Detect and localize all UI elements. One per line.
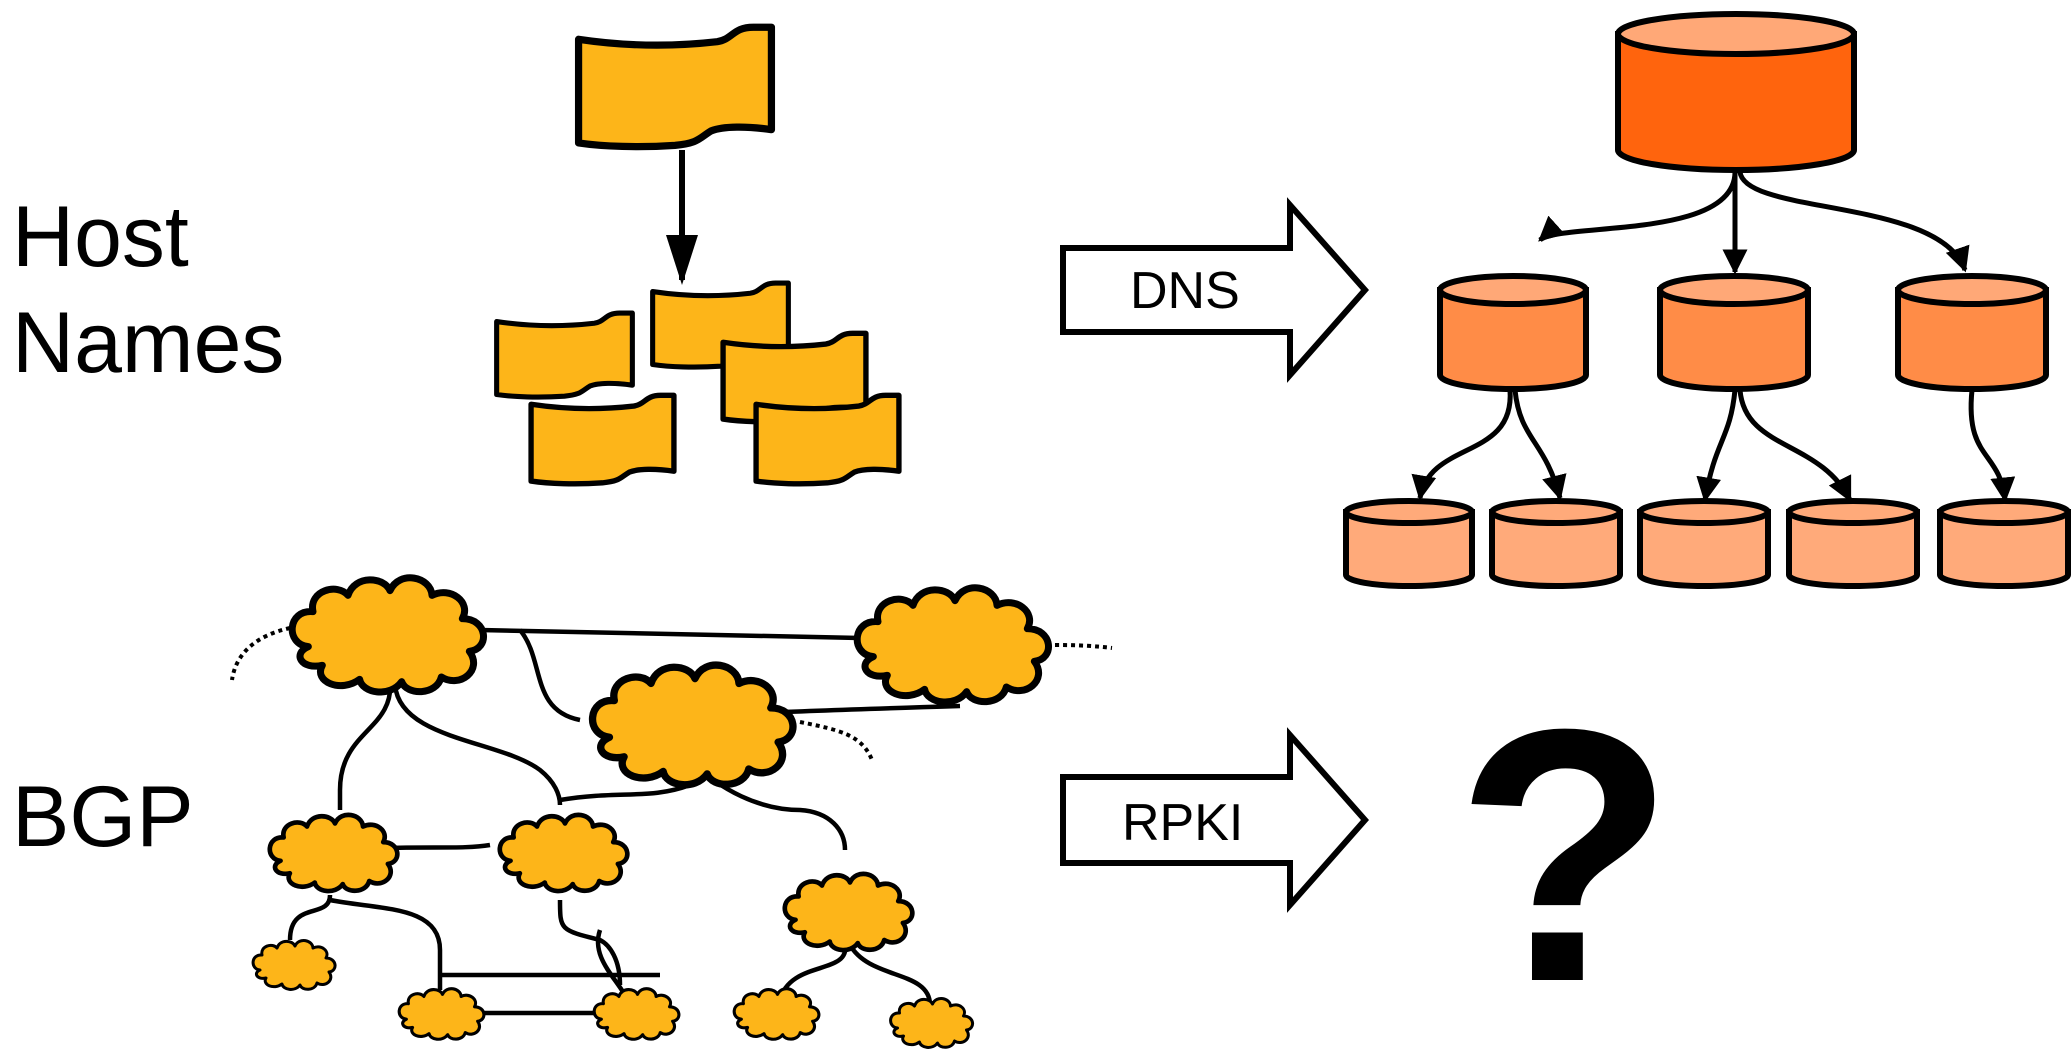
scroll-arrowhead: [666, 235, 698, 285]
scroll-icon-5: [756, 395, 899, 483]
top-scroll-icon: [579, 27, 772, 146]
cloud-icon-2: [857, 588, 1048, 702]
dns-label: DNS: [1130, 262, 1240, 320]
leaf-database-icon-4: [1786, 498, 1920, 589]
leaf-database-icon-2: [1489, 498, 1623, 589]
host-label: Host: [12, 189, 189, 285]
leaf-database-icon-3: [1637, 498, 1771, 589]
bgp-label: BGP: [12, 769, 194, 865]
leaf-database-icon-1: [1343, 498, 1475, 589]
cloud-icon-5: [500, 815, 628, 891]
cloud-icon-4: [270, 815, 398, 891]
cloud-icon-7: [251, 938, 337, 991]
dns-tree-links: [1411, 171, 2016, 503]
cloud-icon-11: [889, 996, 975, 1050]
mid-database-icon-1: [1437, 273, 1589, 392]
bgp-dangling-links: [230, 626, 1113, 761]
cloud-icon-3: [593, 665, 793, 785]
cloud-icon-1: [292, 578, 483, 692]
names-label: Names: [12, 295, 285, 391]
root-database-icon: [1615, 11, 1857, 173]
leaf-database-icon-5: [1937, 498, 2071, 589]
bgp-network: [230, 578, 1113, 1050]
scroll-icon-1: [497, 313, 633, 397]
cloud-icon-10: [732, 987, 821, 1041]
dns-hierarchy: [1343, 11, 2071, 589]
scroll-icon-4: [531, 395, 674, 483]
mid-database-icon-2: [1657, 273, 1811, 392]
cloud-icon-9: [592, 987, 681, 1041]
rpki-label: RPKI: [1122, 794, 1243, 852]
cloud-icon-6: [785, 874, 913, 950]
rpki-arrow: RPKI: [1060, 727, 1370, 913]
question-mark: ?: [1455, 655, 1675, 1051]
cloud-icon-8: [397, 987, 486, 1041]
host-names-scrolls: [497, 27, 899, 484]
dns-arrow: DNS: [1060, 197, 1370, 383]
mid-database-icon-3: [1895, 273, 2049, 392]
